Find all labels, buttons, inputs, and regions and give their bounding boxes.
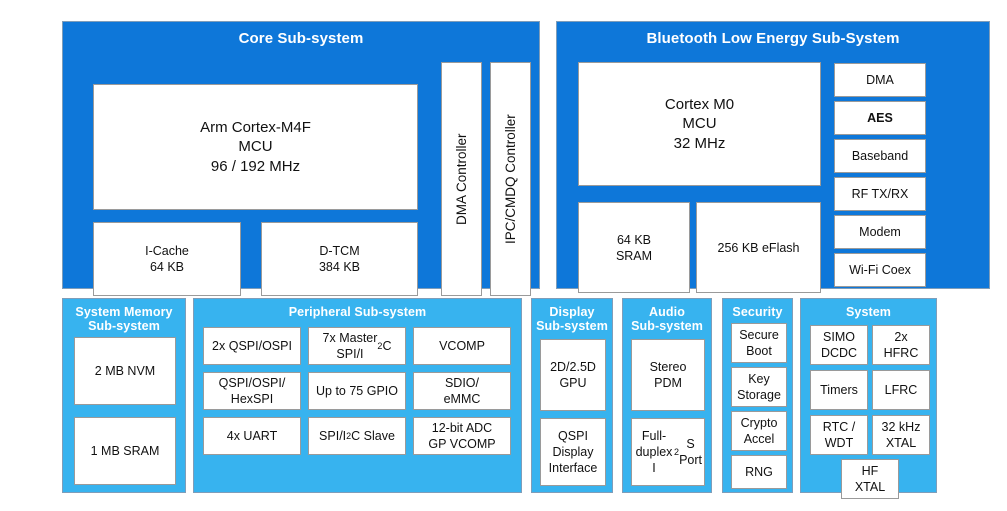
core-subsystem-panel: Core Sub-system Arm Cortex-M4F MCU 96 / … [62,21,540,296]
ble-cpu-block: Cortex M0 MCU 32 MHz [578,62,821,186]
dma-controller-block: DMA Controller [441,62,482,296]
ble-eflash-block: 256 KB eFlash [696,202,821,293]
ble-wifi-coex-block: Wi-Fi Coex [834,253,926,287]
peripheral-block-sdio-emmc: SDIO/eMMC [413,372,511,410]
ble-subsystem-panel: Bluetooth Low Energy Sub-System Cortex M… [556,21,990,293]
ble-subsystem-title: Bluetooth Low Energy Sub-System [646,30,900,47]
audio-subsystem-title: Audio Sub-system [631,305,703,334]
system-subsystem-title: System [845,305,892,319]
system-block-timers: Timers [810,370,868,410]
peripheral-block-qspi-ospi-hexspi: QSPI/OSPI/HexSPI [203,372,301,410]
ble-sram-block: 64 KB SRAM [578,202,690,293]
system-block-lfrc: LFRC [872,370,930,410]
ble-aes-block: AES [834,101,926,135]
core-subsystem-title: Core Sub-system [238,30,364,47]
ble-rf-txrx-block: RF TX/RX [834,177,926,211]
security-block-rng: RNG [731,455,787,489]
ble-dma-block: DMA [834,63,926,97]
peripheral-block-uart: 4x UART [203,417,301,455]
peripheral-subsystem-panel: Peripheral Sub-system 2x QSPI/OSPI 7x Ma… [193,298,522,493]
security-subsystem-title: Security [732,305,783,319]
peripheral-block-vcomp: VCOMP [413,327,511,365]
peripheral-block-qspi-ospi: 2x QSPI/OSPI [203,327,301,365]
ipc-cmdq-controller-block: IPC/CMDQ Controller [490,62,531,296]
core-icache-block: I-Cache 64 KB [93,222,241,296]
ble-baseband-block: Baseband [834,139,926,173]
core-cpu-block: Arm Cortex-M4F MCU 96 / 192 MHz [93,84,418,210]
peripheral-block-gpio: Up to 75 GPIO [308,372,406,410]
system-memory-subsystem-panel: System Memory Sub-system 2 MB NVM 1 MB S… [62,298,186,493]
display-subsystem-title: Display Sub-system [536,305,608,334]
sram-block: 1 MB SRAM [74,417,176,485]
system-block-rtc-wdt: RTC /WDT [810,415,868,455]
core-dtcm-block: D-TCM 384 KB [261,222,418,296]
ble-modem-block: Modem [834,215,926,249]
system-memory-subsystem-title: System Memory Sub-system [75,305,173,334]
nvm-block: 2 MB NVM [74,337,176,405]
peripheral-subsystem-title: Peripheral Sub-system [288,305,427,319]
